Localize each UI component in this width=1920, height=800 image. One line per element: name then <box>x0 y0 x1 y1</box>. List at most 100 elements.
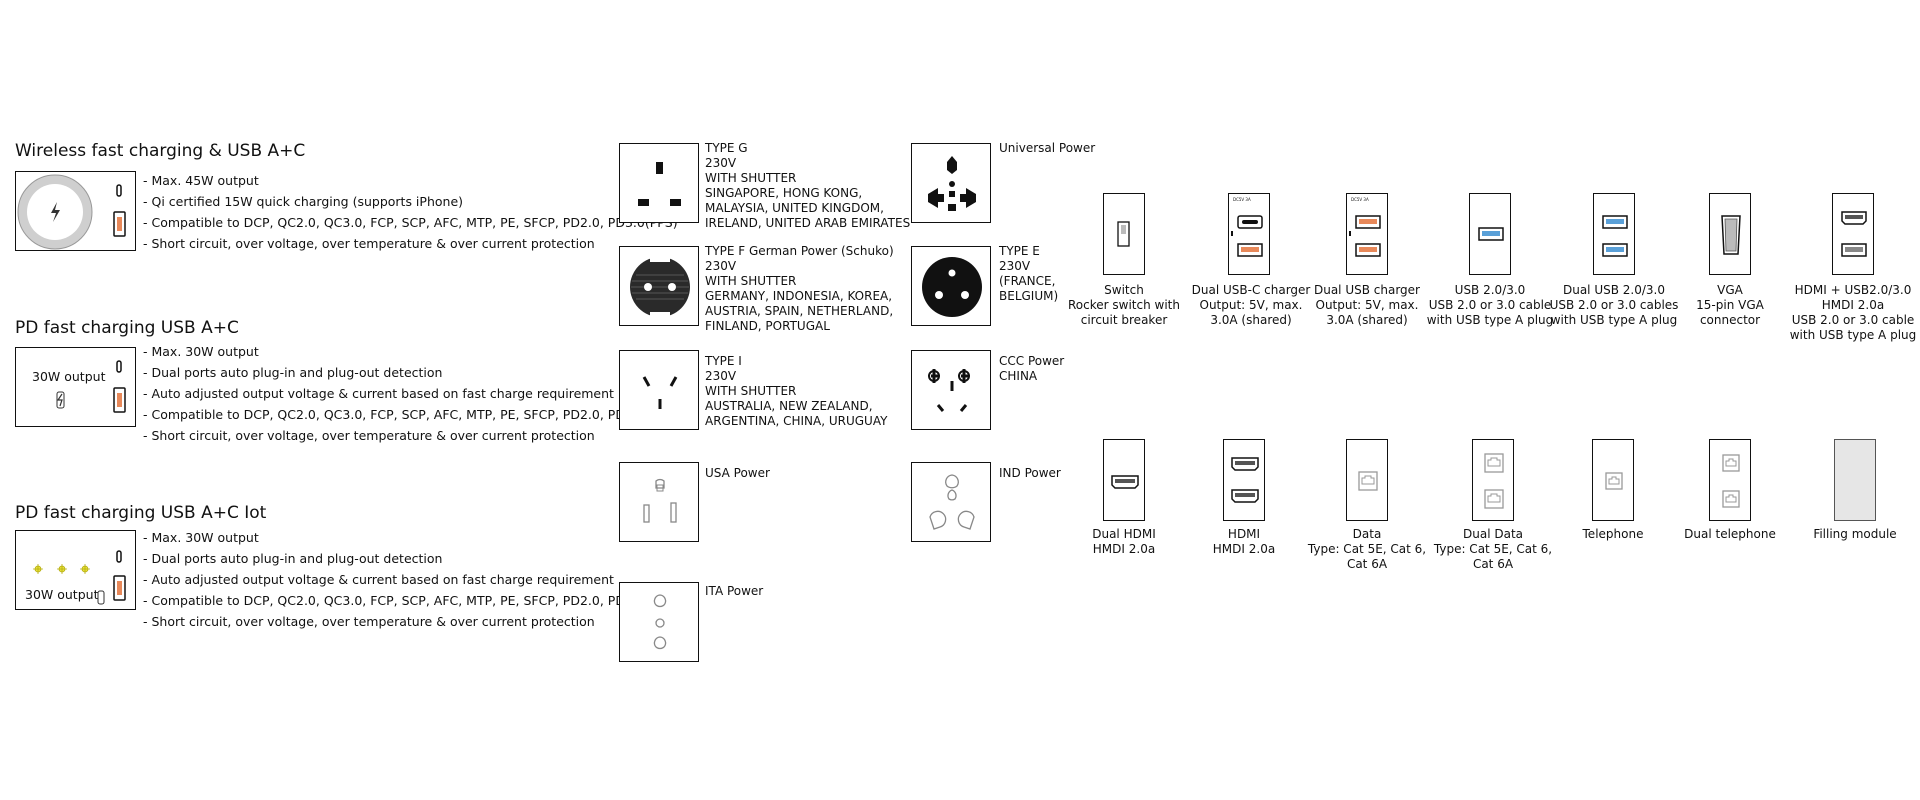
caption-line: with USB type A plug <box>1550 313 1678 327</box>
ita-drawing <box>653 594 667 650</box>
caption-line: Dual HDMI <box>1092 527 1156 541</box>
caption-line: Cat 6A <box>1472 557 1514 571</box>
feature-item: - Short circuit, over voltage, over temp… <box>143 428 595 443</box>
box-label: 30W output <box>32 369 106 384</box>
feature-list: - Max. 30W output - Dual ports auto plug… <box>143 527 678 632</box>
dual-usb-port-icon <box>1602 215 1628 257</box>
module-caption: Dual telephone <box>1660 527 1800 542</box>
module-caption: Dual USB-C charger Output: 5V, max. 3.0A… <box>1181 283 1321 328</box>
box-label: 30W output <box>25 587 99 602</box>
label-line: IRELAND, UNITED ARAB EMIRATES <box>705 216 911 230</box>
type-e-label: TYPE E 230V (FRANCE, BELGIUM) <box>999 244 1058 304</box>
caption-line: HDMI + USB2.0/3.0 <box>1794 283 1912 297</box>
universal-drawing <box>928 156 976 211</box>
caption-line: Type: Cat 5E, Cat 6, <box>1433 542 1553 556</box>
caption-line: connector <box>1699 313 1761 327</box>
caption-line: HMDI 2.0a <box>1092 542 1156 556</box>
caption-line: Type: Cat 5E, Cat 6, <box>1307 542 1427 556</box>
usa-drawing <box>643 478 677 523</box>
caption-line: 3.0A (shared) <box>1210 313 1292 327</box>
caption-line: with USB type A plug <box>1789 328 1917 342</box>
dual-usb-charger-module: DC5V 3A <box>1346 193 1388 275</box>
feature-item: - Auto adjusted output voltage & current… <box>143 386 614 401</box>
type-e-socket <box>911 246 991 326</box>
caption-line: Dual USB charger <box>1313 283 1420 297</box>
filling-module <box>1834 439 1876 521</box>
label-line: TYPE F German Power (Schuko) <box>705 244 894 258</box>
rj45-port-icon <box>1358 471 1378 491</box>
caption-line: USB 2.0 or 3.0 cable <box>1791 313 1915 327</box>
hdmi-port-icon <box>1111 475 1139 489</box>
ind-label: IND Power <box>999 466 1061 480</box>
label-line: GERMANY, INDONESIA, KOREA, <box>705 289 893 303</box>
label-line: (FRANCE, <box>999 274 1056 288</box>
caption-line: HDMI <box>1227 527 1261 541</box>
caption-line: Telephone <box>1582 527 1644 541</box>
label-line: MALAYSIA, UNITED KINGDOM, <box>705 201 884 215</box>
label-line: 230V <box>705 369 737 383</box>
vga-port-icon <box>1721 215 1741 255</box>
module-caption: USB 2.0/3.0 USB 2.0 or 3.0 cable with US… <box>1420 283 1560 328</box>
feature-item: - Max. 45W output <box>143 173 259 188</box>
caption-line: USB 2.0 or 3.0 cable <box>1428 298 1552 312</box>
dual-usb-module <box>1593 193 1635 275</box>
type-i-label: TYPE I 230V WITH SHUTTER AUSTRALIA, NEW … <box>705 354 887 429</box>
dual-hdmi-port-icon <box>1231 457 1259 503</box>
usb-a-ports-icon <box>1349 215 1381 257</box>
caption-line: Switch <box>1104 283 1144 297</box>
section-title: PD fast charging USB A+C <box>15 318 239 338</box>
type-g-label: TYPE G 230V WITH SHUTTER SINGAPORE, HONG… <box>705 141 910 231</box>
caption-line: Output: 5V, max. <box>1199 298 1303 312</box>
iot-charger-module: 30W output <box>15 530 136 610</box>
caption-line: Dual Data <box>1463 527 1523 541</box>
feature-item: - Max. 30W output <box>143 530 259 545</box>
type-i-socket <box>619 350 699 430</box>
label-line: WITH SHUTTER <box>705 171 797 185</box>
hdmi-module <box>1223 439 1265 521</box>
hdmi-usb-port-icon <box>1841 211 1867 257</box>
caption-line: with USB type A plug <box>1426 313 1554 327</box>
caption-line: Dual USB 2.0/3.0 <box>1562 283 1665 297</box>
feature-list: - Max. 45W output - Qi certified 15W qui… <box>143 170 678 254</box>
feature-item: - Dual ports auto plug-in and plug-out d… <box>143 551 443 566</box>
caption-line: USB 2.0 or 3.0 cables <box>1549 298 1679 312</box>
wireless-charger-module <box>15 171 136 251</box>
usb-port-icon <box>1478 227 1504 241</box>
module-caption: VGA 15-pin VGA connector <box>1660 283 1800 328</box>
feature-item: - Max. 30W output <box>143 344 259 359</box>
section-title: Wireless fast charging & USB A+C <box>15 141 306 161</box>
label-line: TYPE G <box>705 141 748 155</box>
caption-line: Dual telephone <box>1684 527 1776 541</box>
section-title: PD fast charging USB A+C Iot <box>15 503 267 523</box>
usb-module <box>1469 193 1511 275</box>
ita-label: ITA Power <box>705 584 764 598</box>
module-caption: Switch Rocker switch with circuit breake… <box>1054 283 1194 328</box>
module-caption: Telephone <box>1543 527 1683 542</box>
feature-item: - Dual ports auto plug-in and plug-out d… <box>143 365 443 380</box>
rocker-switch-icon <box>1117 221 1130 247</box>
type-f-drawing <box>630 256 690 318</box>
feature-item: - Compatible to DCP, QC2.0, QC3.0, FCP, … <box>143 593 678 608</box>
label-line: SINGAPORE, HONG KONG, <box>705 186 863 200</box>
ccc-drawing <box>928 369 970 412</box>
module-caption: Filling module <box>1785 527 1920 542</box>
label-line: CHINA <box>999 369 1038 383</box>
hdmi-usb-module <box>1832 193 1874 275</box>
dual-telephone-module <box>1709 439 1751 521</box>
caption-line: Data <box>1352 527 1382 541</box>
dual-rj45-port-icon <box>1484 453 1504 509</box>
ind-socket <box>911 462 991 542</box>
caption-line: 15-pin VGA <box>1696 298 1764 312</box>
type-g-drawing <box>638 162 681 206</box>
label-line: TYPE I <box>705 354 742 368</box>
caption-line: Output: 5V, max. <box>1315 298 1419 312</box>
ind-drawing <box>929 474 975 530</box>
module-caption: Dual HDMI HMDI 2.0a <box>1054 527 1194 557</box>
feature-item: - Auto adjusted output voltage & current… <box>143 572 614 587</box>
vga-module <box>1709 193 1751 275</box>
module-caption: Dual USB charger Output: 5V, max. 3.0A (… <box>1297 283 1437 328</box>
module-caption: HDMI HMDI 2.0a <box>1174 527 1314 557</box>
caption-line: USB 2.0/3.0 <box>1454 283 1526 297</box>
caption-line: Cat 6A <box>1346 557 1388 571</box>
rating-tag: DC5V 3A <box>1233 197 1251 202</box>
